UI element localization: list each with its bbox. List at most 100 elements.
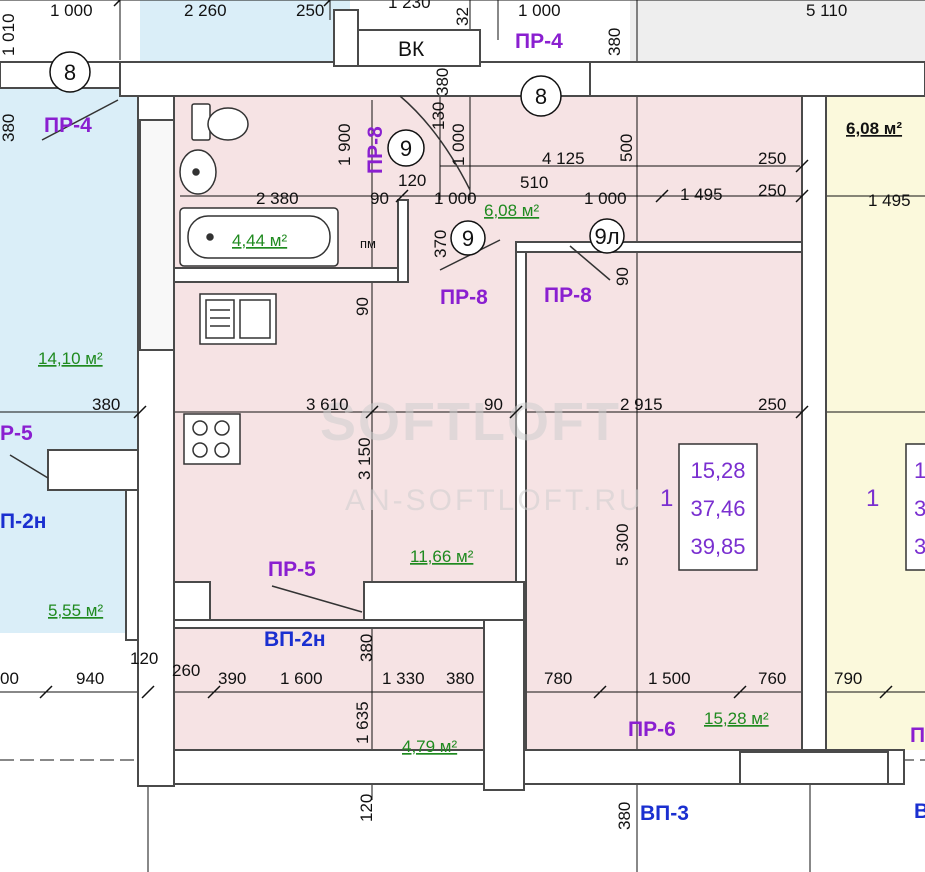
dim-90-a: 90 [370,189,389,208]
area-bath: 4,44 м² [232,231,287,250]
tag-pr5-left: Р-5 [0,422,33,445]
room-areas: 14,10 м² 5,55 м² 4,44 м² 6,08 м² 11,66 м… [38,119,902,756]
dim-v-1635: 1 635 [353,701,372,744]
dim-380-mid: 380 [92,395,120,414]
tag-vp2n: ВП-2н [264,628,326,651]
bathtub-icon [179,207,339,267]
wall-bedroom-top [515,241,803,253]
dim-v-1000: 1 000 [449,123,468,166]
tag-pr5: ПР-5 [268,558,316,581]
tag-vk: ВК [398,38,425,61]
dim-4125: 4 125 [542,149,585,168]
dim-v-1900: 1 900 [335,123,354,166]
right-box-l1: 1 [914,458,925,483]
dim-v-500: 500 [617,134,636,162]
axis-markers [49,51,625,256]
tag-pr4-left: ПР-4 [44,114,92,137]
room-top-blue [140,0,350,62]
dim-top-1000-a: 1 000 [50,1,93,20]
dim-2380: 2 380 [256,189,299,208]
dim-top-1000-b: 1 000 [518,1,561,20]
dim-top-2260: 2 260 [184,1,227,20]
area-left-big: 14,10 м² [38,349,103,368]
dim-top-5110: 5 110 [806,1,847,20]
tag-pr6: ПР-6 [628,718,676,741]
dim-top-250: 250 [296,1,324,20]
dim-780: 780 [544,669,572,688]
tag-pr8-b: ПР-8 [544,284,592,307]
sink-icon [179,149,217,195]
dim-1000-d: 1 000 [584,189,627,208]
wall-left-partition [47,449,139,491]
dim-top-32: 32 [453,7,472,26]
dimension-texts: 1 000 2 260 250 1 230 1 000 5 110 4 125 … [0,0,911,688]
watermark: SOFTLOFT AN-SOFTLOFT.RU [320,392,644,517]
dim-v-130: 130 [429,102,448,130]
room-right-yellow [826,96,925,750]
dim-940: 940 [76,669,104,688]
tag-pr8-vertical: ПР-8 [364,126,387,174]
dim-v-5300: 5 300 [613,523,632,566]
tag-vp3: ВП-3 [640,802,689,825]
room-fills [0,0,925,750]
wall-mid-right [801,95,827,761]
dim-760: 760 [758,669,786,688]
dim-v-90-a: 90 [613,267,632,286]
dimension-ticks [39,0,893,699]
area-right-top: 6,08 м² [846,119,902,138]
dim-250-b: 250 [758,181,786,200]
axis-9-top: 9 [400,136,412,161]
right-box-l2: 3 [914,496,925,521]
right-info-box: 1 3 3 1 [866,443,925,571]
dim-120-b: 120 [130,649,158,668]
dim-1330: 1 330 [382,669,425,688]
tag-right-b: В [914,800,925,823]
dim-1500: 1 500 [648,669,691,688]
wall-bath [173,267,407,283]
dimension-texts-vertical: 1 010 380 32 380 1 900 130 380 1 000 500… [0,7,636,830]
wall-bath-side [397,199,409,283]
dim-1000-c: 1 000 [434,189,477,208]
apt-total-balcony-area: 39,85 [690,534,745,559]
dim-left-1010: 1 010 [0,13,18,56]
area-left-small: 5,55 м² [48,601,103,620]
room-left-blue [0,88,140,633]
window-bottom [739,751,889,785]
dim-v-380-b: 380 [357,634,376,662]
toilet-icon [191,103,249,141]
tag-pr8-a: ПР-8 [440,286,488,309]
wall-kitchen-bottom-b [363,581,525,621]
dim-v-380: 380 [433,68,452,96]
axis-8-top: 8 [535,84,547,109]
apartment-info-box: 15,28 37,46 39,85 1 [660,443,758,571]
tag-pm: пм [360,236,376,251]
walls [0,9,925,791]
wall-top-stub [333,9,359,67]
dim-250-c: 250 [758,395,786,414]
area-corridor: 4,79 м² [402,737,457,756]
door-swings [9,95,611,613]
wall-left-partition-b [125,489,139,641]
dim-v-380-c: 380 [615,802,634,830]
dim-1495-a: 1 495 [680,185,723,204]
tag-pr4-top: ПР-4 [515,30,563,53]
area-kitchen: 11,66 м² [410,547,474,566]
stove-icon [183,413,241,465]
axis-9-mid: 9 [462,226,474,251]
watermark-line2: AN-SOFTLOFT.RU [345,484,644,517]
dim-top-1230: 1 230 [388,0,431,12]
room-top-right-gray [630,0,925,62]
apt-total-area: 37,46 [690,496,745,521]
dim-120: 120 [398,171,426,190]
wall-corr-right [483,619,525,791]
element-tags: ПР-4 ПР-4 ПР-8 ПР-8 ПР-8 Р-5 ПР-5 ПР-6 П… [0,30,925,825]
dim-1600: 1 600 [280,669,323,688]
dim-2915: 2 915 [620,395,663,414]
fixtures [9,95,611,613]
axis-labels: 8 8 9 9 9л [64,60,620,251]
tag-right-p: П [910,724,925,747]
wall-top [119,61,591,97]
dim-90-b: 90 [484,395,503,414]
dim-1495-b: 1 495 [868,191,911,210]
dim-390: 390 [218,669,246,688]
